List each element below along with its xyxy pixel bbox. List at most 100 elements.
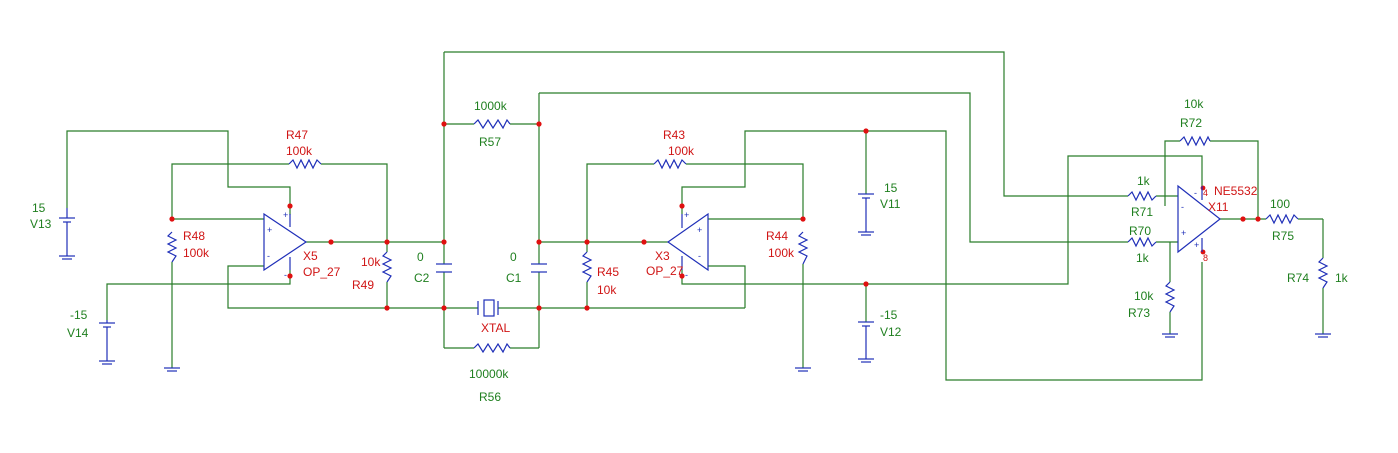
x11-ref: X11 [1208, 200, 1229, 214]
x5-ref: X5 [303, 249, 318, 263]
r57-value: 1000k [474, 99, 508, 113]
r49-value: 10k [361, 255, 381, 269]
battery-v12[interactable] [858, 321, 874, 363]
wire [227, 265, 387, 309]
c2-ref: C2 [414, 271, 430, 285]
resistor-r56[interactable] [473, 342, 511, 354]
r74-ref: R74 [1287, 271, 1309, 285]
r48-ref: R48 [183, 229, 205, 243]
r71-value: 1k [1137, 174, 1151, 188]
opamp-x5[interactable]: + - + - [263, 210, 308, 280]
svg-text:-: - [267, 251, 270, 261]
x11-model: NE5532 [1214, 184, 1258, 198]
wire [681, 155, 1203, 285]
c1-ref: C1 [506, 271, 522, 285]
r70-value: 1k [1136, 251, 1150, 265]
wire [444, 51, 1128, 197]
svg-text:-: - [284, 270, 287, 280]
v14-ref: V14 [67, 326, 89, 340]
resistor-r74[interactable] [1317, 257, 1329, 289]
x11-pin-8: 8 [1203, 253, 1208, 263]
opamp-x3[interactable]: + - + - [666, 210, 709, 280]
c2-value: 0 [417, 250, 424, 264]
ground-icon [1315, 333, 1331, 338]
r56-value: 10000k [469, 367, 509, 381]
svg-text:-: - [685, 270, 688, 280]
x11-pin-4: 4 [1203, 188, 1208, 198]
capacitor-c2[interactable] [436, 263, 452, 273]
junction-dot [169, 216, 175, 222]
wire [539, 92, 1128, 243]
x5-model: OP_27 [303, 265, 341, 279]
r72-value: 10k [1184, 97, 1204, 111]
junction-dot [1255, 216, 1261, 222]
wire [1164, 140, 1180, 206]
svg-text:+: + [1181, 228, 1186, 238]
junction-dot [441, 239, 447, 245]
svg-text:+: + [697, 225, 702, 235]
v13-ref: V13 [30, 217, 52, 231]
v11-value: 15 [884, 181, 898, 195]
resistor-r44[interactable] [797, 231, 809, 265]
wire [586, 163, 654, 242]
svg-text:-: - [698, 251, 701, 261]
resistor-r73[interactable] [1164, 281, 1176, 313]
r44-ref: R44 [766, 229, 788, 243]
r73-value: 10k [1134, 289, 1154, 303]
v13-value: 15 [32, 201, 46, 215]
resistor-r72[interactable] [1179, 135, 1211, 147]
resistor-r48[interactable] [166, 231, 178, 263]
resistor-r70[interactable] [1127, 236, 1157, 248]
r43-ref: R43 [663, 128, 685, 142]
v11-ref: V11 [880, 197, 901, 211]
crystal-xtal[interactable] [477, 299, 499, 317]
junction-dot [287, 203, 293, 209]
junction-dot [584, 239, 590, 245]
r49-ref: R49 [352, 278, 374, 292]
resistor-r49[interactable] [381, 251, 393, 283]
junction-dot [441, 305, 447, 311]
r75-value: 100 [1270, 197, 1290, 211]
r57-ref: R57 [479, 135, 501, 149]
opamp-x11[interactable]: - + - + [1177, 184, 1221, 254]
wire [321, 163, 388, 242]
junction-dot [584, 305, 590, 311]
r70-ref: R70 [1129, 224, 1151, 238]
svg-text:+: + [267, 225, 272, 235]
c1-value: 0 [510, 250, 517, 264]
wire [106, 270, 291, 320]
ground-icon [1162, 333, 1178, 338]
r74-value: 1k [1335, 271, 1349, 285]
resistor-r71[interactable] [1127, 190, 1157, 202]
wire [681, 130, 1203, 381]
battery-v13[interactable] [59, 208, 75, 260]
r56-ref: R56 [479, 390, 501, 404]
svg-text:-: - [1194, 188, 1197, 198]
junction-dot [800, 216, 806, 222]
svg-text:+: + [283, 210, 288, 220]
junction-dot [384, 239, 390, 245]
resistor-r75[interactable] [1265, 213, 1299, 225]
r72-ref: R72 [1180, 116, 1202, 130]
resistor-r47[interactable] [288, 158, 322, 170]
x3-model: OP_27 [646, 264, 684, 278]
junction-dot [1240, 216, 1246, 222]
battery-v14[interactable] [99, 320, 115, 365]
battery-v11[interactable] [858, 193, 874, 236]
resistor-r43[interactable] [653, 158, 687, 170]
labels: R47 100k R48 100k 10k R49 X5 OP_27 0 C2 … [30, 97, 1349, 404]
resistor-r45[interactable] [581, 251, 593, 283]
junction-dot [384, 305, 390, 311]
resistor-r57[interactable] [473, 118, 511, 130]
junction-dot [441, 121, 447, 127]
capacitor-c1[interactable] [531, 263, 547, 273]
junction-dot [536, 305, 542, 311]
svg-text:+: + [1194, 240, 1199, 250]
junction-dot [679, 203, 685, 209]
junction-dot [863, 281, 869, 287]
wire [171, 163, 289, 219]
svg-text:+: + [684, 210, 689, 220]
r48-value: 100k [183, 246, 210, 260]
components: + - + - + - + - - + - + [59, 118, 1331, 372]
